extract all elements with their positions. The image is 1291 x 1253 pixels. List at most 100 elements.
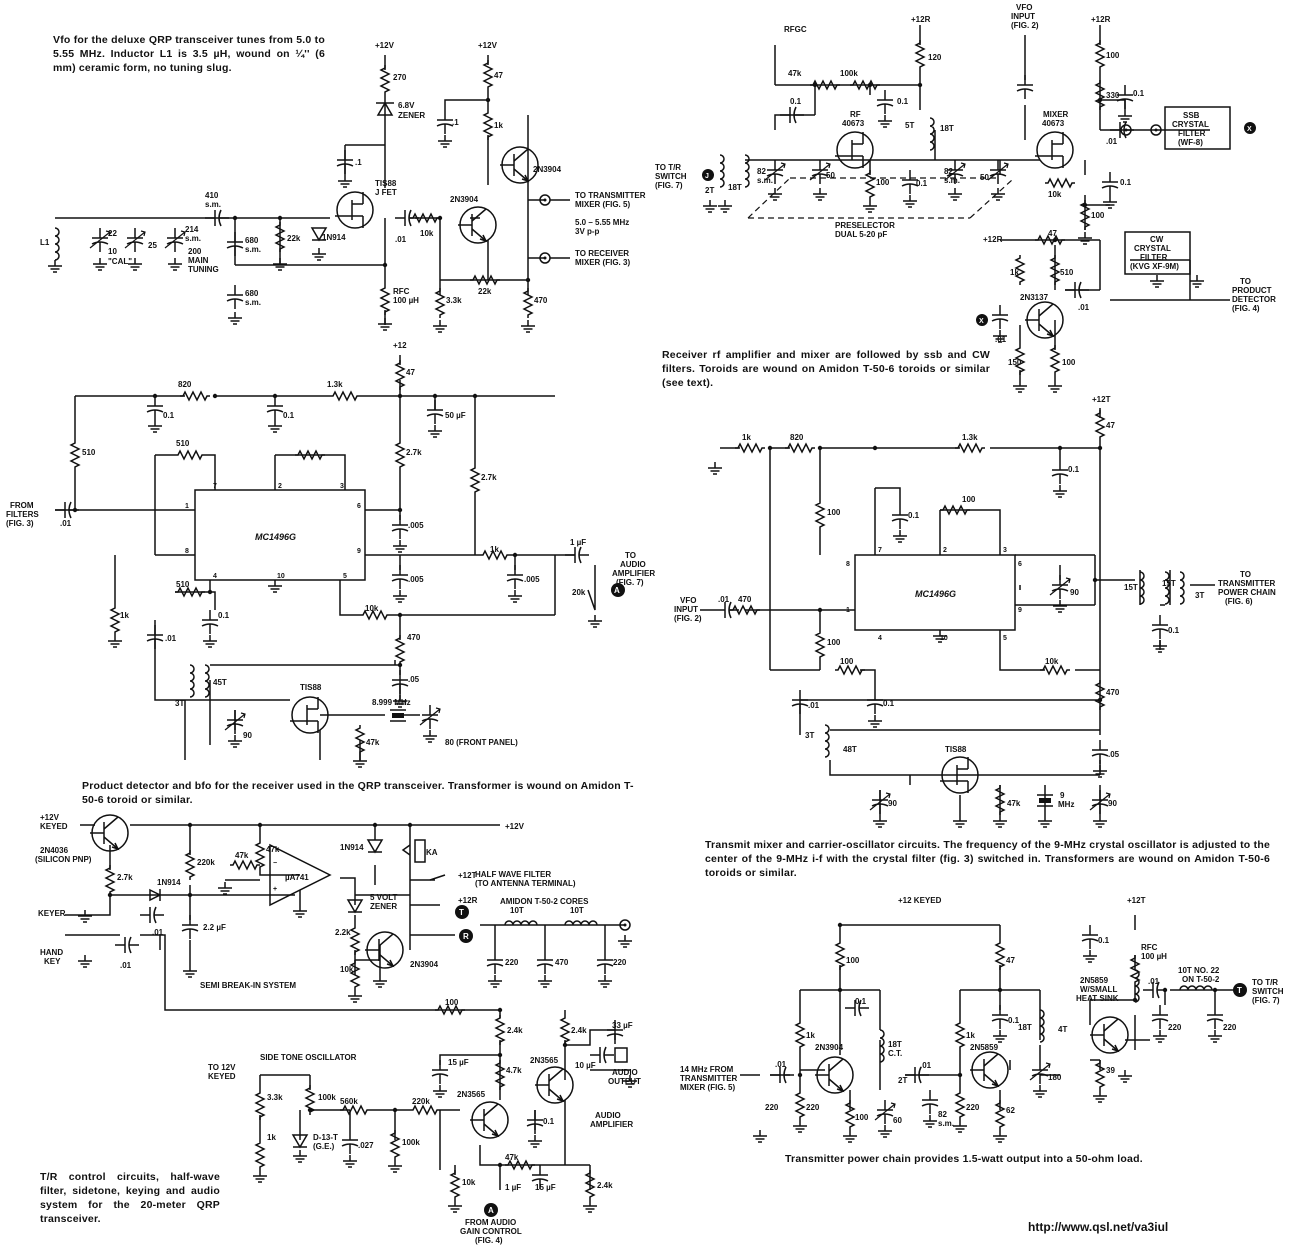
pin-label: 1 bbox=[185, 503, 189, 510]
c-label: .01 bbox=[920, 1061, 932, 1070]
zener-label: ZENER bbox=[398, 111, 425, 120]
preselector-label: DUAL 5-20 pF bbox=[835, 230, 887, 239]
r-label: 2.4k bbox=[507, 1026, 523, 1035]
q-label: 40673 bbox=[842, 119, 865, 128]
c-label: .05 bbox=[1108, 750, 1120, 759]
c-label: .01 bbox=[995, 335, 1007, 344]
zener-label: 6.8V bbox=[398, 101, 415, 110]
hwf-label: HALF WAVE FILTER bbox=[475, 870, 551, 879]
r-label: 220k bbox=[197, 858, 215, 867]
pin-label: 8 bbox=[846, 561, 850, 568]
c-label: "CAL" bbox=[108, 257, 132, 266]
vfo-input-label: INPUT bbox=[1011, 12, 1035, 21]
key-label: HAND bbox=[40, 948, 63, 957]
c-label: 220 bbox=[1168, 1023, 1182, 1032]
c-label: 25 bbox=[148, 241, 157, 250]
transmit-mixer-circuit: +12T 47 1k 820 1.3k 0.1 100 0.1 100 MC14… bbox=[674, 395, 1276, 828]
c-label: 50 bbox=[980, 173, 989, 182]
r-label: 510 bbox=[82, 448, 96, 457]
r-label: 39 bbox=[1106, 1066, 1115, 1075]
rf-amp-mixer-circuit: X X J RFGC +12R 120 VFO INPUT (FIG. 2) +… bbox=[655, 3, 1276, 393]
c-label: 0.1 bbox=[283, 411, 295, 420]
supply-label: KEYED bbox=[40, 822, 68, 831]
coil-label: ON T-50-2 bbox=[1182, 975, 1220, 984]
output-label: SWITCH bbox=[1252, 987, 1284, 996]
vfo-circuit: +12V +12V 270 6.8V ZENER .1 .1 TIS88 J F… bbox=[40, 41, 646, 333]
r-label: 510 bbox=[176, 580, 190, 589]
supply-label: +12T bbox=[1092, 395, 1111, 404]
q-label: 2N3904 bbox=[450, 195, 479, 204]
input-label: FILTERS bbox=[6, 510, 39, 519]
q-label: TIS88 bbox=[300, 683, 322, 692]
output-label: MIXER (FIG. 3) bbox=[575, 258, 630, 267]
svg-text:J: J bbox=[705, 173, 709, 180]
tr-switch-label: SWITCH bbox=[655, 172, 687, 181]
pin-label: 4 bbox=[878, 635, 882, 642]
r-label: 100 bbox=[1091, 211, 1105, 220]
r-label: 330 bbox=[1106, 91, 1120, 100]
filter-label: (KVG XF-9M) bbox=[1130, 262, 1179, 271]
c-label: .01 bbox=[775, 1060, 787, 1069]
d-label: 1N914 bbox=[157, 878, 181, 887]
output-label: (FIG. 4) bbox=[1232, 304, 1260, 313]
q-label: 2N3565 bbox=[457, 1090, 486, 1099]
r-label: 100 bbox=[827, 638, 841, 647]
filter-label: (WF-8) bbox=[1178, 138, 1203, 147]
freq-label: 3V p-p bbox=[575, 227, 600, 236]
c-label: 220 bbox=[1223, 1023, 1237, 1032]
output-label: TO bbox=[1240, 277, 1251, 286]
r-label: 100 bbox=[827, 508, 841, 517]
r-label: 47 bbox=[1048, 229, 1057, 238]
r-label: 100 bbox=[445, 998, 459, 1007]
output-label: TO RECEIVER bbox=[575, 249, 629, 258]
c-label: .01 bbox=[165, 634, 177, 643]
supply-label: +12V bbox=[505, 822, 525, 831]
output-label: TO T/R bbox=[1252, 978, 1278, 987]
r-label: 470 bbox=[534, 296, 548, 305]
c-label: 410 bbox=[205, 191, 219, 200]
r-label: 470 bbox=[738, 595, 752, 604]
t-label: 18T bbox=[1018, 1023, 1032, 1032]
vfo-input-label: VFO bbox=[1016, 3, 1032, 12]
r-label: 10k bbox=[462, 1178, 476, 1187]
tr-control-caption: T/R control circuits, half-wave filter, … bbox=[40, 1171, 220, 1225]
c-label: s.m. bbox=[245, 245, 261, 254]
semi-break-in-label: SEMI BREAK-IN SYSTEM bbox=[200, 981, 296, 990]
pin-label: 6 bbox=[1018, 561, 1022, 568]
pin-label: 2 bbox=[943, 547, 947, 554]
q-label: TIS88 bbox=[375, 179, 397, 188]
power-chain-caption: Transmitter power chain provides 1.5-wat… bbox=[785, 1153, 1143, 1165]
t-label: 2T bbox=[898, 1076, 907, 1085]
output-label: AUDIO bbox=[620, 560, 646, 569]
c-label: 90 bbox=[888, 799, 897, 808]
source-url: http://www.qsl.net/va3iul bbox=[1028, 1220, 1169, 1234]
r-label: 100 bbox=[855, 1113, 869, 1122]
r-label: 47k bbox=[505, 1153, 519, 1162]
svg-text:T: T bbox=[459, 908, 464, 917]
c-label: 15 µF bbox=[448, 1058, 469, 1067]
r-label: 510 bbox=[1060, 268, 1074, 277]
supply-label: +12R bbox=[458, 896, 478, 905]
c-label: 220 bbox=[505, 958, 519, 967]
c-label: .01 bbox=[1106, 137, 1118, 146]
c-label: 82 bbox=[944, 167, 953, 176]
input-label: (FIG. 4) bbox=[475, 1236, 503, 1245]
r-label: 47k bbox=[1007, 799, 1021, 808]
c-label: 90 bbox=[1108, 799, 1117, 808]
c-label: .1 bbox=[355, 158, 362, 167]
r-label: 220 bbox=[806, 1103, 820, 1112]
c-label: 0.1 bbox=[883, 699, 895, 708]
vfo-input-label: (FIG. 2) bbox=[1011, 21, 1039, 30]
input-label: 14 MHz FROM bbox=[680, 1065, 734, 1074]
input-label: GAIN CONTROL bbox=[460, 1227, 522, 1236]
r-label: 47k bbox=[788, 69, 802, 78]
ic-label: MC1496G bbox=[255, 532, 296, 542]
r-label: 1k bbox=[490, 545, 499, 554]
r-label: 47 bbox=[406, 368, 415, 377]
r-label: 2.7k bbox=[406, 448, 422, 457]
q-label: J FET bbox=[375, 188, 397, 197]
r-label: 47 bbox=[1106, 421, 1115, 430]
r-label: 820 bbox=[790, 433, 804, 442]
t-label: 15T bbox=[1162, 579, 1176, 588]
c-label: 50 µF bbox=[445, 411, 466, 420]
